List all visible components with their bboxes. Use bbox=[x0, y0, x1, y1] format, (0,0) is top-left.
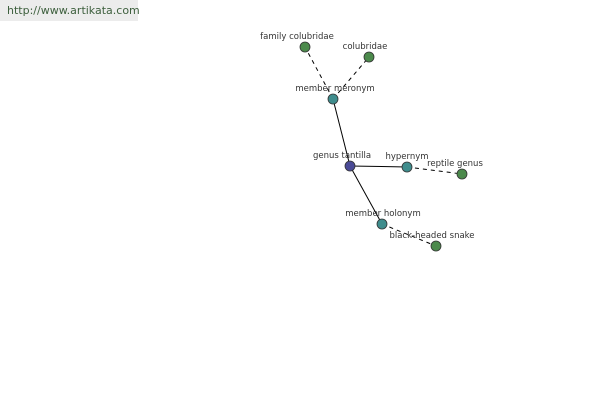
node-marker-holonym[interactable] bbox=[376, 218, 388, 230]
edge-holonym-snake bbox=[381, 223, 437, 247]
node-label-meronym: member meronym bbox=[295, 84, 374, 94]
edge-meronym-colubridae bbox=[332, 56, 370, 100]
node-center[interactable]: genus tantilla bbox=[313, 151, 371, 172]
node-label-family: family colubridae bbox=[260, 32, 334, 42]
node-marker-meronym[interactable] bbox=[327, 93, 339, 105]
node-meronym[interactable]: member meronym bbox=[295, 84, 375, 105]
node-marker-center[interactable] bbox=[344, 160, 356, 172]
node-label-holonym: member holonym bbox=[345, 209, 420, 219]
node-label-center: genus tantilla bbox=[313, 151, 371, 161]
node-holonym[interactable]: member holonym bbox=[345, 209, 421, 230]
node-label-reptile: reptile genus bbox=[427, 159, 483, 169]
node-reptile[interactable]: reptile genus bbox=[427, 159, 483, 180]
node-family[interactable]: family colubridae bbox=[260, 32, 334, 53]
graph-edges bbox=[304, 46, 463, 247]
node-marker-colubridae[interactable] bbox=[363, 51, 375, 63]
node-marker-family[interactable] bbox=[299, 41, 311, 53]
node-label-colubridae: colubridae bbox=[343, 42, 388, 52]
edge-center-hypernym bbox=[349, 165, 408, 168]
graph-nodes: genus tantilla member meronym hypernym memb… bbox=[260, 32, 483, 252]
node-label-hypernym: hypernym bbox=[385, 152, 428, 162]
node-marker-snake[interactable] bbox=[430, 240, 442, 252]
source-banner: http://www.artikata.com bbox=[0, 0, 140, 21]
node-hypernym[interactable]: hypernym bbox=[385, 152, 429, 173]
node-label-snake: black-headed snake bbox=[389, 231, 474, 241]
node-colubridae[interactable]: colubridae bbox=[343, 42, 388, 63]
node-marker-reptile[interactable] bbox=[456, 168, 468, 180]
node-marker-hypernym[interactable] bbox=[401, 161, 413, 173]
edge-hypernym-reptile bbox=[406, 166, 463, 175]
edge-center-meronym bbox=[332, 98, 351, 167]
edge-meronym-family bbox=[304, 46, 334, 100]
edge-center-holonym bbox=[349, 165, 383, 225]
source-link[interactable]: http://www.artikata.com bbox=[7, 4, 140, 17]
node-snake[interactable]: black-headed snake bbox=[389, 231, 475, 252]
